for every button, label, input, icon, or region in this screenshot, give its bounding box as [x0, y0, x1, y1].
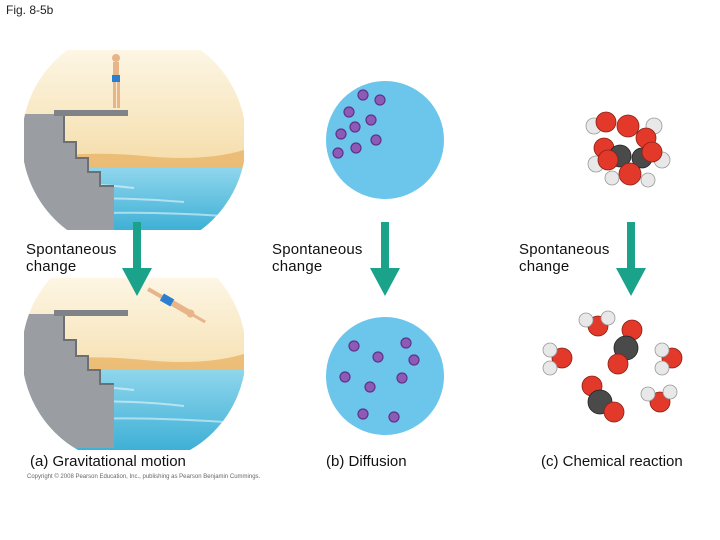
spontaneous-arrow-c — [616, 222, 646, 296]
caption-a: (a) Gravitational motion — [30, 453, 186, 470]
molecule-before-illustration — [585, 111, 671, 188]
spontaneous-arrow-b — [370, 222, 400, 296]
spontaneous-line1-b: Spontaneous — [272, 241, 363, 258]
diver-before-illustration — [24, 50, 244, 230]
spontaneous-arrow-a — [122, 222, 152, 296]
spontaneous-line2-a: change — [26, 258, 77, 275]
caption-c: (c) Chemical reaction — [541, 453, 683, 470]
copyright-notice: Copyright © 2008 Pearson Education, Inc.… — [27, 474, 261, 480]
figure-label: Fig. 8-5b — [6, 3, 54, 17]
spontaneous-line2-b: change — [272, 258, 323, 275]
diffusion-after-illustration — [326, 317, 444, 435]
spontaneous-line1-c: Spontaneous — [519, 241, 610, 258]
diffusion-before-illustration — [326, 81, 444, 199]
spontaneous-line2-c: change — [519, 258, 570, 275]
diver-diving — [147, 287, 206, 324]
spontaneous-change-label-a: Spontaneous change — [26, 241, 117, 275]
molecules-after-illustration — [542, 310, 683, 423]
diver-standing — [112, 54, 120, 108]
spontaneous-change-label-b: Spontaneous change — [272, 241, 363, 275]
spontaneous-line1-a: Spontaneous — [26, 241, 117, 258]
spontaneous-change-label-c: Spontaneous change — [519, 241, 610, 275]
diver-after-illustration — [24, 278, 244, 450]
caption-b: (b) Diffusion — [326, 453, 407, 470]
